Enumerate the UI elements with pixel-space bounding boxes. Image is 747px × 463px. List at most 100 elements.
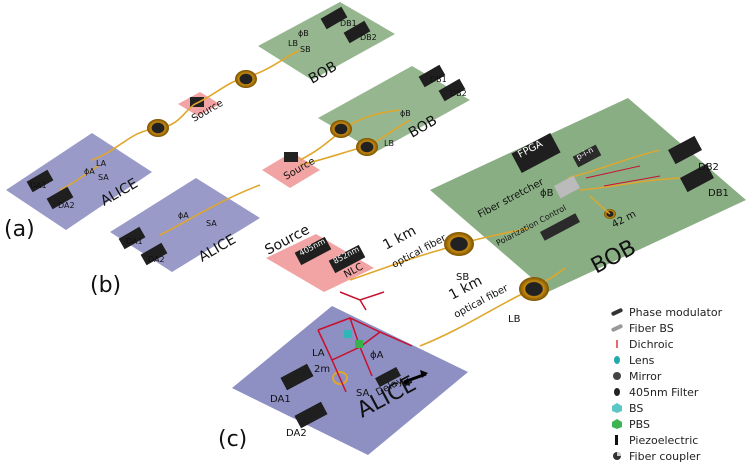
legend-item: Mirror	[610, 370, 661, 383]
mirror-icon	[610, 371, 624, 383]
phia-label-b: ϕA	[178, 211, 189, 220]
source-box-b	[284, 152, 298, 162]
detector-da2-c	[294, 401, 328, 429]
legend-label: Fiber BS	[629, 322, 674, 335]
detector-da2-b	[140, 242, 168, 266]
detector-db1-a	[320, 6, 348, 30]
bs-cube	[344, 330, 352, 338]
da2-label-a: DA2	[58, 201, 75, 210]
setup-a	[6, 2, 395, 230]
filter-405nm-icon	[610, 387, 624, 399]
legend-label: Fiber coupler	[629, 450, 701, 463]
da1-label-a: DA1	[30, 181, 47, 190]
fiber-bs-icon	[610, 323, 624, 335]
detector-db1-c	[680, 163, 714, 193]
fiber-stretcher-body	[554, 175, 580, 199]
bob-panel-c	[430, 98, 746, 292]
sb-label-c: SB	[456, 272, 469, 283]
2m-label: 2m	[314, 364, 330, 375]
detector-da1-c	[280, 363, 314, 391]
sa-label-a: SA	[98, 173, 109, 182]
pin-box	[572, 144, 602, 168]
legend-item: Phase modulator	[610, 306, 722, 319]
dichroic-icon	[610, 339, 624, 351]
fiber-bob-internal	[567, 149, 681, 215]
alice-panel-c	[232, 306, 468, 455]
free-space-path	[317, 317, 413, 393]
detector-db2-c	[668, 135, 702, 165]
legend-item: Fiber coupler	[610, 450, 700, 463]
lb-label-a: LB	[288, 39, 298, 48]
fiber-c-sb	[349, 227, 531, 281]
sa-label-c: SA	[356, 388, 370, 399]
legend-label: Phase modulator	[629, 306, 723, 319]
laser-852nm-box	[328, 244, 366, 274]
detector-db1-b	[418, 64, 446, 88]
phib-label-a: ϕB	[298, 29, 309, 38]
db2-label-b: DB2	[450, 89, 467, 98]
delay-stage	[375, 366, 401, 388]
setup-b	[110, 64, 470, 272]
lb-label-c: LB	[508, 314, 521, 325]
piezoelectric-icon	[610, 435, 624, 447]
detector-da1-b	[118, 226, 146, 250]
legend-item: BS	[610, 402, 643, 415]
legend-label: Piezoelectric	[629, 434, 699, 447]
fiber-spool-b1	[330, 120, 352, 138]
db2-label-c: DB2	[698, 162, 719, 173]
source-box-a	[190, 97, 204, 107]
bob-panel-a	[258, 2, 395, 80]
source-panel-c	[266, 234, 374, 292]
legend-label: Dichroic	[629, 338, 674, 351]
fpga-box	[511, 132, 561, 174]
fiber-spool-1km-b	[519, 277, 549, 301]
db1-label-a: DB1	[340, 19, 357, 28]
legend-item: Dichroic	[610, 338, 674, 351]
fiber-spool-b2	[356, 138, 378, 156]
legend-item: 405nm Filter	[610, 386, 698, 399]
legend-item: Lens	[610, 354, 654, 367]
bs-icon	[610, 403, 624, 415]
legend-label: 405nm Filter	[629, 386, 699, 399]
phib-label-b: ϕB	[400, 109, 411, 118]
fiber-spool-a2	[235, 70, 257, 88]
setup-c	[232, 98, 746, 455]
la-label-a: LA	[96, 159, 107, 168]
da1-label-b: DA1	[126, 237, 143, 246]
fiber-coupler-icon	[610, 451, 624, 463]
lb-label-b: LB	[384, 139, 394, 148]
fiber-a	[91, 49, 301, 161]
label-c: (c)	[218, 427, 247, 452]
db2-label-a: DB2	[360, 33, 377, 42]
da2-label-b: DA2	[148, 255, 165, 264]
fiber-spool-a1	[147, 119, 169, 137]
sa-label-b: SA	[206, 219, 217, 228]
legend-item: PBS	[610, 418, 650, 431]
phia-label-a: ϕA	[84, 167, 95, 176]
legend-label: PBS	[629, 418, 650, 431]
detector-da2-a	[46, 186, 74, 210]
pbs-cube	[355, 340, 363, 348]
label-a: (a)	[4, 217, 35, 242]
source-panel-b	[262, 152, 320, 188]
detector-db2-b	[438, 78, 466, 102]
legend-item: Piezoelectric	[610, 434, 698, 447]
db1-label-b: DB1	[430, 75, 447, 84]
label-b: (b)	[90, 273, 121, 298]
detector-da1-a	[26, 169, 54, 193]
phib-label-c: ϕB	[540, 188, 554, 199]
bob-panel-b	[318, 66, 470, 152]
detector-db2-a	[343, 20, 371, 44]
db1-label-c: DB1	[708, 188, 729, 199]
fiber-spool-2m	[332, 371, 348, 385]
fiber-c-lb	[419, 267, 566, 347]
da2-label-c: DA2	[286, 428, 307, 439]
lens-icon	[610, 355, 624, 367]
laser-405nm-box	[294, 236, 332, 266]
legend-label: Mirror	[629, 370, 662, 383]
phia-label-c: ϕA	[370, 350, 384, 361]
legend-label: Lens	[629, 354, 655, 367]
pbs-icon	[610, 419, 624, 431]
alice-panel-a	[6, 133, 152, 230]
